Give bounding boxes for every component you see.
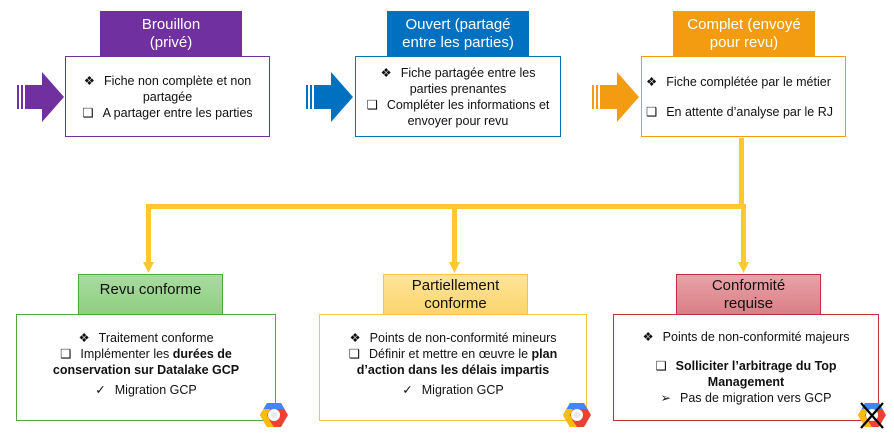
arrowhead-left <box>143 262 154 273</box>
item-text: Migration GCP <box>421 382 504 397</box>
diamond-bullet-icon: ❖ <box>642 330 654 344</box>
connector-trunk <box>739 138 744 207</box>
list-item: ❖ Fiche non complète et non partagée <box>84 73 252 105</box>
check-icon: ✓ <box>402 382 413 397</box>
google-cloud-icon <box>562 401 592 429</box>
list-item: ❖ Traitement conforme <box>78 330 213 346</box>
stage-header-complet: Complet (envoyé pour revu) <box>673 11 815 56</box>
diamond-bullet-icon: ❖ <box>646 74 658 89</box>
stage-box-partiellement-conforme: ❖ Points de non-conformité mineurs ❑ Défin… <box>319 314 587 421</box>
stage-box-complet: ❖ Fiche complétée par le métier ❑ En atten… <box>641 56 846 137</box>
list-item: ➢ Pas de migration vers GCP <box>661 390 832 406</box>
stage-header-partiellement-conforme: Partiellement conforme <box>383 274 528 315</box>
stage-title-line1: Partiellement <box>411 276 500 294</box>
item-text: Points de non-conformité majeurs <box>662 330 850 344</box>
list-item: ✓ Migration GCP <box>402 382 503 398</box>
stage-header-conformite-requise: Conformité requise <box>676 274 821 315</box>
item-text: Définir et mettre en œuvre le <box>368 346 532 361</box>
connector-horizontal <box>146 204 746 209</box>
block-right-arrow-icon <box>17 72 64 122</box>
stage-box-revu-conforme: ❖ Traitement conforme ❑ Implémenter les du… <box>16 314 276 421</box>
google-cloud-icon <box>259 401 289 429</box>
item-text-bold-cont: d’action dans les délais impartis <box>356 362 550 377</box>
item-text: Implémenter les <box>80 346 173 361</box>
list-item: ❖ Points de non-conformité majeurs <box>642 329 849 345</box>
stage-title-line1: Complet (envoyé <box>687 15 801 33</box>
connector-mid-drop <box>452 204 457 264</box>
item-text: Traitement conforme <box>98 330 214 345</box>
square-bullet-icon: ❑ <box>366 97 378 112</box>
square-bullet-icon: ❑ <box>348 346 360 361</box>
stage-box-conformite-requise: ❖ Points de non-conformité majeurs ❑ Solli… <box>613 314 879 421</box>
list-item: ❑ En attente d’analyse par le RJ <box>646 104 833 120</box>
item-text: Fiche complétée par le métier <box>666 74 831 89</box>
item-text: A partager entre les parties <box>102 105 253 120</box>
diamond-bullet-icon: ❖ <box>83 73 95 88</box>
square-bullet-icon: ❑ <box>82 105 94 120</box>
list-item: ❑ Implémenter les durées de conservation … <box>53 346 239 378</box>
diamond-bullet-icon: ❖ <box>78 330 90 345</box>
stage-title-line2: (privé) <box>149 33 193 51</box>
stage-title-line2: entre les parties) <box>402 33 514 51</box>
square-bullet-icon: ❑ <box>60 346 72 361</box>
block-right-arrow-icon <box>306 72 353 122</box>
item-text: Pas de migration vers GCP <box>680 391 832 405</box>
flow-arrow-blue <box>306 72 354 122</box>
item-text-cont: partagée <box>142 89 193 104</box>
stage-title-line1: Conformité <box>711 276 786 294</box>
list-item: ❑ Définir et mettre en œuvre le plan d’ac… <box>349 346 557 378</box>
stage-title-line1: Revu conforme <box>99 281 202 298</box>
stage-title-line1: Ouvert (partagé <box>405 15 511 33</box>
connector-right-drop <box>741 204 746 264</box>
stage-title-line2: pour revu) <box>709 33 779 51</box>
item-text: Fiche partagée entre les <box>400 65 536 80</box>
item-text-bold: durées de <box>172 346 232 361</box>
stage-header-revu-conforme: Revu conforme <box>78 274 223 315</box>
stage-title-line2: conforme <box>424 294 487 312</box>
item-text-bold-cont: conservation sur Datalake GCP <box>52 362 240 377</box>
stage-title-line2: requise <box>723 294 774 312</box>
item-text: En attente d’analyse par le RJ <box>666 104 833 119</box>
list-item: ❑ Solliciter l’arbitrage du Top Managemen… <box>655 358 836 390</box>
block-right-arrow-icon <box>592 72 639 122</box>
item-text-cont: envoyer pour revu <box>407 113 509 128</box>
stage-box-brouillon: ❖ Fiche non complète et non partagée ❑ A p… <box>65 56 270 137</box>
google-cloud-crossed-icon <box>857 401 887 429</box>
connector-group <box>143 138 749 273</box>
item-text: Fiche non complète et non <box>103 73 252 88</box>
item-text-bold: plan <box>531 346 558 361</box>
item-text: Migration GCP <box>114 382 197 397</box>
item-text: Compléter les informations et <box>386 97 550 112</box>
flow-arrow-purple <box>17 72 65 122</box>
flow-arrow-orange <box>592 72 640 122</box>
check-icon: ✓ <box>95 382 106 397</box>
list-item: ✓ Migration GCP <box>95 382 196 398</box>
connector-left-drop <box>146 204 151 264</box>
arrowhead-right <box>738 262 749 273</box>
square-bullet-icon: ❑ <box>646 104 658 119</box>
item-text-cont: parties prenantes <box>409 81 507 96</box>
arrowhead-mid <box>449 262 460 273</box>
item-text-bold: Solliciter l’arbitrage du Top <box>675 359 837 373</box>
list-item: ❖ Points de non-conformité mineurs <box>349 330 556 346</box>
diamond-bullet-icon: ❖ <box>349 330 361 345</box>
item-text: Points de non-conformité mineurs <box>369 330 557 345</box>
list-item: ❑ Compléter les informations et envoyer p… <box>367 97 550 129</box>
stage-title-line1: Brouillon <box>141 15 201 33</box>
square-bullet-icon: ❑ <box>655 359 667 373</box>
diamond-bullet-icon: ❖ <box>380 65 392 80</box>
item-text-bold-cont: Management <box>707 375 785 389</box>
stage-header-ouvert: Ouvert (partagé entre les parties) <box>387 11 529 56</box>
list-item: ❑ A partager entre les parties <box>82 105 252 121</box>
arrowhead-bullet-icon: ➢ <box>660 391 672 405</box>
stage-header-brouillon: Brouillon (privé) <box>100 11 242 56</box>
list-item: ❖ Fiche complétée par le métier <box>646 74 831 90</box>
list-item: ❖ Fiche partagée entre les parties prenan… <box>380 65 535 97</box>
stage-box-ouvert: ❖ Fiche partagée entre les parties prenan… <box>355 56 561 137</box>
